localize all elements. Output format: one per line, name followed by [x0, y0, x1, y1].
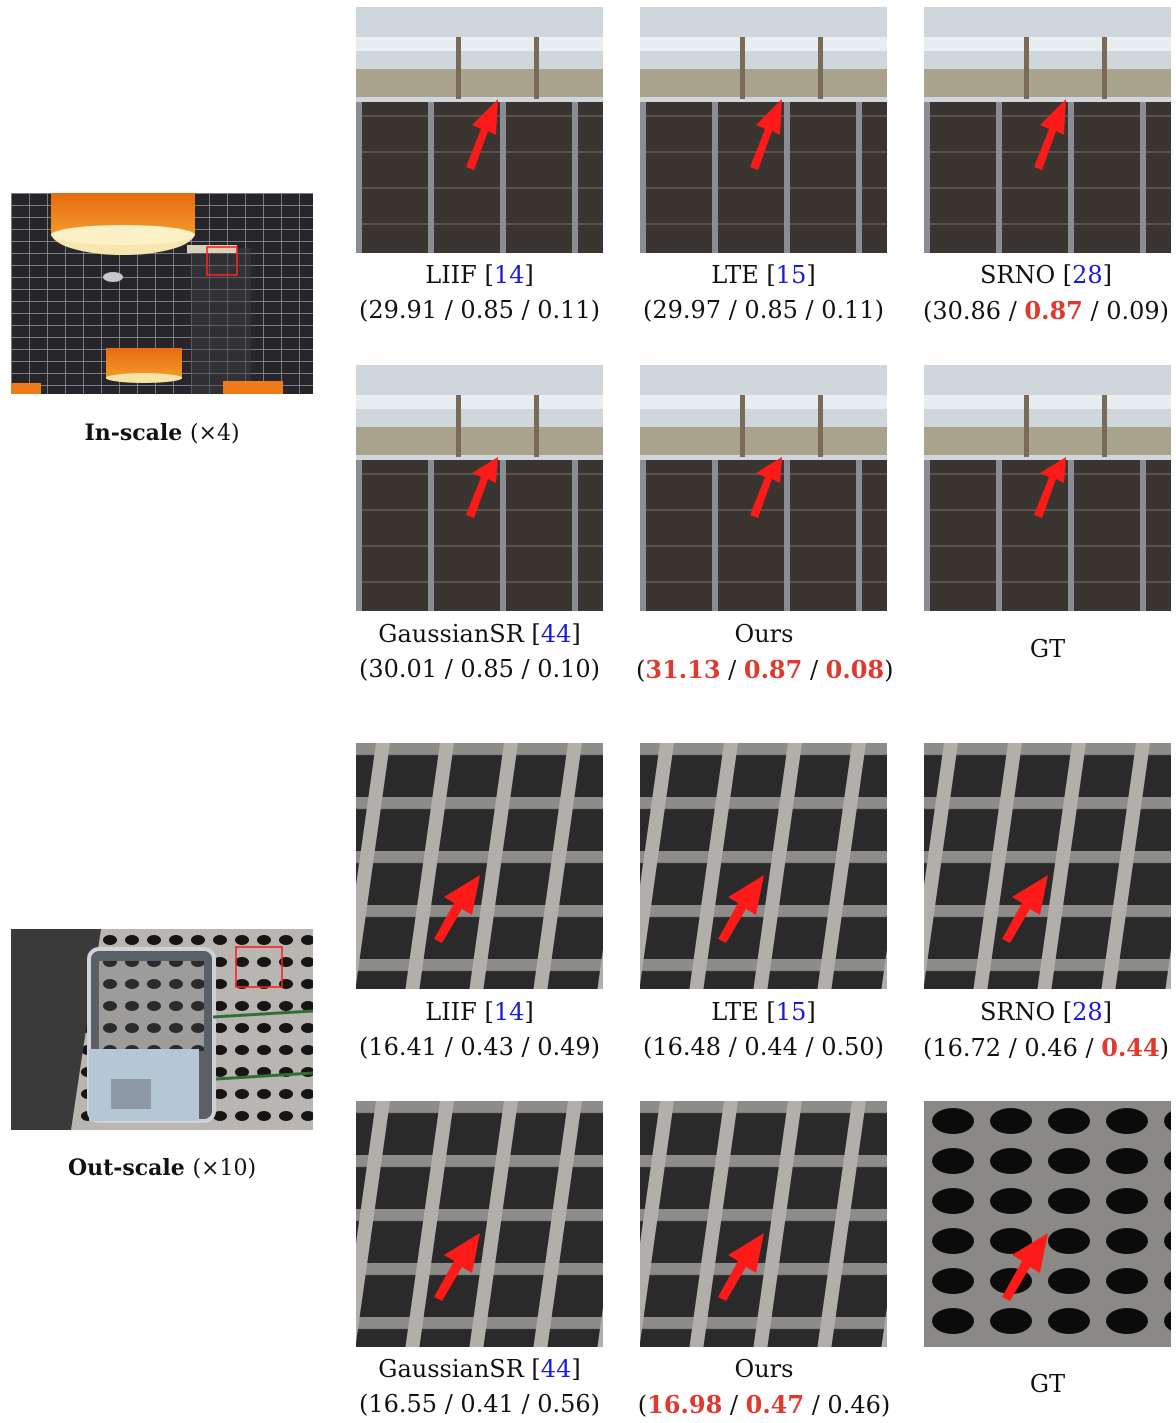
- out-scale-title: Out-scale: [67, 1155, 185, 1181]
- in-scale-overview-image: [11, 193, 313, 394]
- out-scale-lte-crop: [640, 743, 887, 989]
- out-scale-liif-caption: LIIF [14] (16.41 / 0.43 / 0.49): [358, 998, 601, 1061]
- in-scale-liif-crop: [356, 7, 603, 253]
- in-scale-srno-crop: [924, 7, 1171, 253]
- out-scale-ours-crop: [640, 1101, 887, 1347]
- in-scale-label: In-scale (×4): [11, 420, 313, 446]
- in-scale-lte-caption: LTE [15] (29.97 / 0.85 / 0.11): [642, 261, 885, 324]
- out-scale-label: Out-scale (×10): [11, 1155, 313, 1181]
- in-scale-ours-crop: [640, 365, 887, 611]
- out-scale-lte-caption: LTE [15] (16.48 / 0.44 / 0.50): [642, 998, 885, 1061]
- in-scale-gt-crop: [924, 365, 1171, 611]
- out-scale-factor: (×10): [192, 1156, 257, 1181]
- out-scale-ours-caption: Ours (16.98 / 0.47 / 0.46): [637, 1355, 891, 1419]
- in-scale-lte-crop: [640, 7, 887, 253]
- in-scale-gaussiansr-crop: [356, 365, 603, 611]
- out-scale-gt-crop: [924, 1101, 1171, 1347]
- out-scale-overview-image: [11, 929, 313, 1130]
- in-scale-title: In-scale: [84, 420, 183, 446]
- in-scale-liif-caption: LIIF [14] (29.91 / 0.85 / 0.11): [358, 261, 601, 324]
- out-scale-liif-crop: [356, 743, 603, 989]
- in-scale-ours-caption: Ours (31.13 / 0.87 / 0.08): [636, 620, 894, 684]
- out-scale-gaussiansr-caption: GaussianSR [44] (16.55 / 0.41 / 0.56): [358, 1355, 601, 1418]
- out-scale-srno-crop: [924, 743, 1171, 989]
- in-scale-gaussiansr-caption: GaussianSR [44] (30.01 / 0.85 / 0.10): [358, 620, 601, 683]
- out-scale-gt-caption: GT: [1029, 1370, 1066, 1398]
- out-scale-gaussiansr-crop: [356, 1101, 603, 1347]
- out-scale-srno-caption: SRNO [28] (16.72 / 0.46 / 0.44): [922, 998, 1170, 1062]
- in-scale-gt-caption: GT: [1029, 635, 1066, 663]
- in-scale-factor: (×4): [189, 421, 240, 446]
- in-scale-srno-caption: SRNO [28] (30.86 / 0.87 / 0.09): [922, 261, 1170, 325]
